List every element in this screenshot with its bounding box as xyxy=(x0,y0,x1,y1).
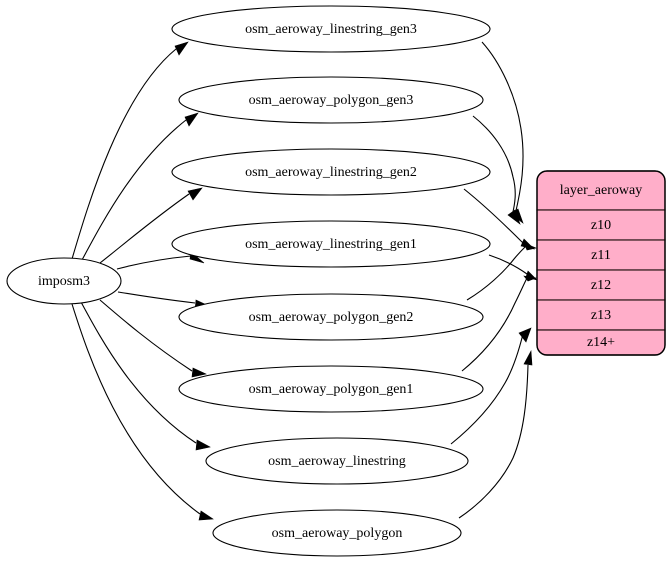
edge-polygon-gen2-to-z11 xyxy=(466,245,527,301)
arrowhead-z12-b xyxy=(523,275,538,282)
node-osm_aeroway_polygon_gen3-label: osm_aeroway_polygon_gen3 xyxy=(249,93,414,108)
table-row-z12-label: z12 xyxy=(591,278,611,293)
node-osm_aeroway_linestring_gen3-shape[interactable] xyxy=(171,5,491,53)
arrowhead-polygon xyxy=(198,510,214,521)
node-osm_aeroway_linestring_gen2-label: osm_aeroway_linestring_gen2 xyxy=(245,165,417,180)
edge-imposm3-to-polygon xyxy=(71,303,201,515)
node-imposm3-label: imposm3 xyxy=(38,274,90,289)
node-osm_aeroway_linestring_gen3-label: osm_aeroway_linestring_gen3 xyxy=(245,22,417,37)
node-imposm3[interactable]: imposm3 xyxy=(6,257,122,305)
edge-linestring-gen3-to-z10 xyxy=(481,41,524,216)
edge-imposm3-to-linestring-gen3 xyxy=(71,48,177,260)
edge-linestring-gen2-to-z11 xyxy=(463,188,524,244)
edge-imposm3-to-polygon-gen3 xyxy=(81,119,187,261)
arrowhead-z14-a xyxy=(523,349,533,366)
arrowhead-z13-a xyxy=(518,327,532,343)
node-osm_aeroway_linestring_gen1-label: osm_aeroway_linestring_gen1 xyxy=(245,237,417,252)
edge-linestring-to-z13 xyxy=(450,333,524,445)
node-osm_aeroway_linestring_gen2-shape[interactable] xyxy=(171,148,491,196)
node-osm_aeroway_linestring-shape[interactable] xyxy=(205,437,469,485)
edge-polygon-gen1-to-z12 xyxy=(461,277,528,372)
edges-to-table xyxy=(450,41,539,519)
edges-from-source xyxy=(71,41,214,521)
arrowhead-z10-b xyxy=(507,209,521,225)
node-osm_aeroway_polygon_gen1-label: osm_aeroway_polygon_gen1 xyxy=(249,382,414,397)
node-osm_aeroway_polygon-shape[interactable] xyxy=(212,509,462,557)
table-row-z10-label: z10 xyxy=(591,218,611,233)
edge-imposm3-to-polygon-gen2 xyxy=(117,291,196,304)
edge-imposm3-to-polygon-gen1 xyxy=(99,299,193,372)
node-osm_aeroway_linestring_gen1[interactable]: osm_aeroway_linestring_gen1 xyxy=(171,220,491,268)
edge-imposm3-to-linestring-gen1 xyxy=(116,255,192,270)
arrowhead-polygon-gen1 xyxy=(191,367,207,378)
arrowhead-polygon-gen3 xyxy=(184,112,199,127)
node-imposm3-shape[interactable] xyxy=(6,257,122,305)
node-osm_aeroway_polygon_gen1[interactable]: osm_aeroway_polygon_gen1 xyxy=(178,365,484,413)
edge-imposm3-to-linestring xyxy=(80,301,197,444)
edge-polygon-to-z14 xyxy=(458,364,529,519)
table-row-z10-cell[interactable] xyxy=(536,209,666,241)
node-osm_aeroway_polygon[interactable]: osm_aeroway_polygon xyxy=(212,509,462,557)
node-osm_aeroway_linestring[interactable]: osm_aeroway_linestring xyxy=(205,437,469,485)
table-outer-border xyxy=(536,170,666,356)
node-osm_aeroway_polygon_gen2-shape[interactable] xyxy=(178,293,484,341)
node-osm_aeroway_linestring-label: osm_aeroway_linestring xyxy=(268,454,406,469)
arrowhead-linestring-gen3 xyxy=(174,41,189,56)
table-row-z13-label: z13 xyxy=(591,308,611,323)
node-osm_aeroway_polygon_gen3-shape[interactable] xyxy=(178,76,484,124)
table-row-z14-label: z14+ xyxy=(587,335,615,350)
edge-polygon-gen3-to-z10 xyxy=(472,115,516,217)
node-osm_aeroway_polygon_gen2[interactable]: osm_aeroway_polygon_gen2 xyxy=(178,293,484,341)
node-osm_aeroway_polygon_gen2-label: osm_aeroway_polygon_gen2 xyxy=(249,310,414,325)
node-osm_aeroway_polygon_gen3[interactable]: osm_aeroway_polygon_gen3 xyxy=(178,76,484,124)
edge-imposm3-to-linestring-gen2 xyxy=(99,193,190,264)
node-osm_aeroway_polygon-label: osm_aeroway_polygon xyxy=(272,526,403,541)
node-osm_aeroway_linestring_gen2[interactable]: osm_aeroway_linestring_gen2 xyxy=(171,148,491,196)
table-row-z11-cell[interactable] xyxy=(536,239,666,271)
arrowhead-z11-b xyxy=(523,242,537,251)
edge-linestring-gen1-to-z12 xyxy=(488,254,528,275)
arrowhead-linestring-gen2 xyxy=(187,187,203,201)
table-header-label: layer_aeroway xyxy=(560,183,642,198)
node-osm_aeroway_polygon_gen1-shape[interactable] xyxy=(178,365,484,413)
node-osm_aeroway_linestring_gen1-shape[interactable] xyxy=(171,220,491,268)
table-row-z11-label: z11 xyxy=(591,248,611,263)
arrowhead-linestring xyxy=(195,439,211,451)
node-osm_aeroway_linestring_gen3[interactable]: osm_aeroway_linestring_gen3 xyxy=(171,5,491,53)
node-layer_aeroway-table[interactable]: layer_aeroway z10 z11 z12 z13 z14+ xyxy=(536,170,666,356)
